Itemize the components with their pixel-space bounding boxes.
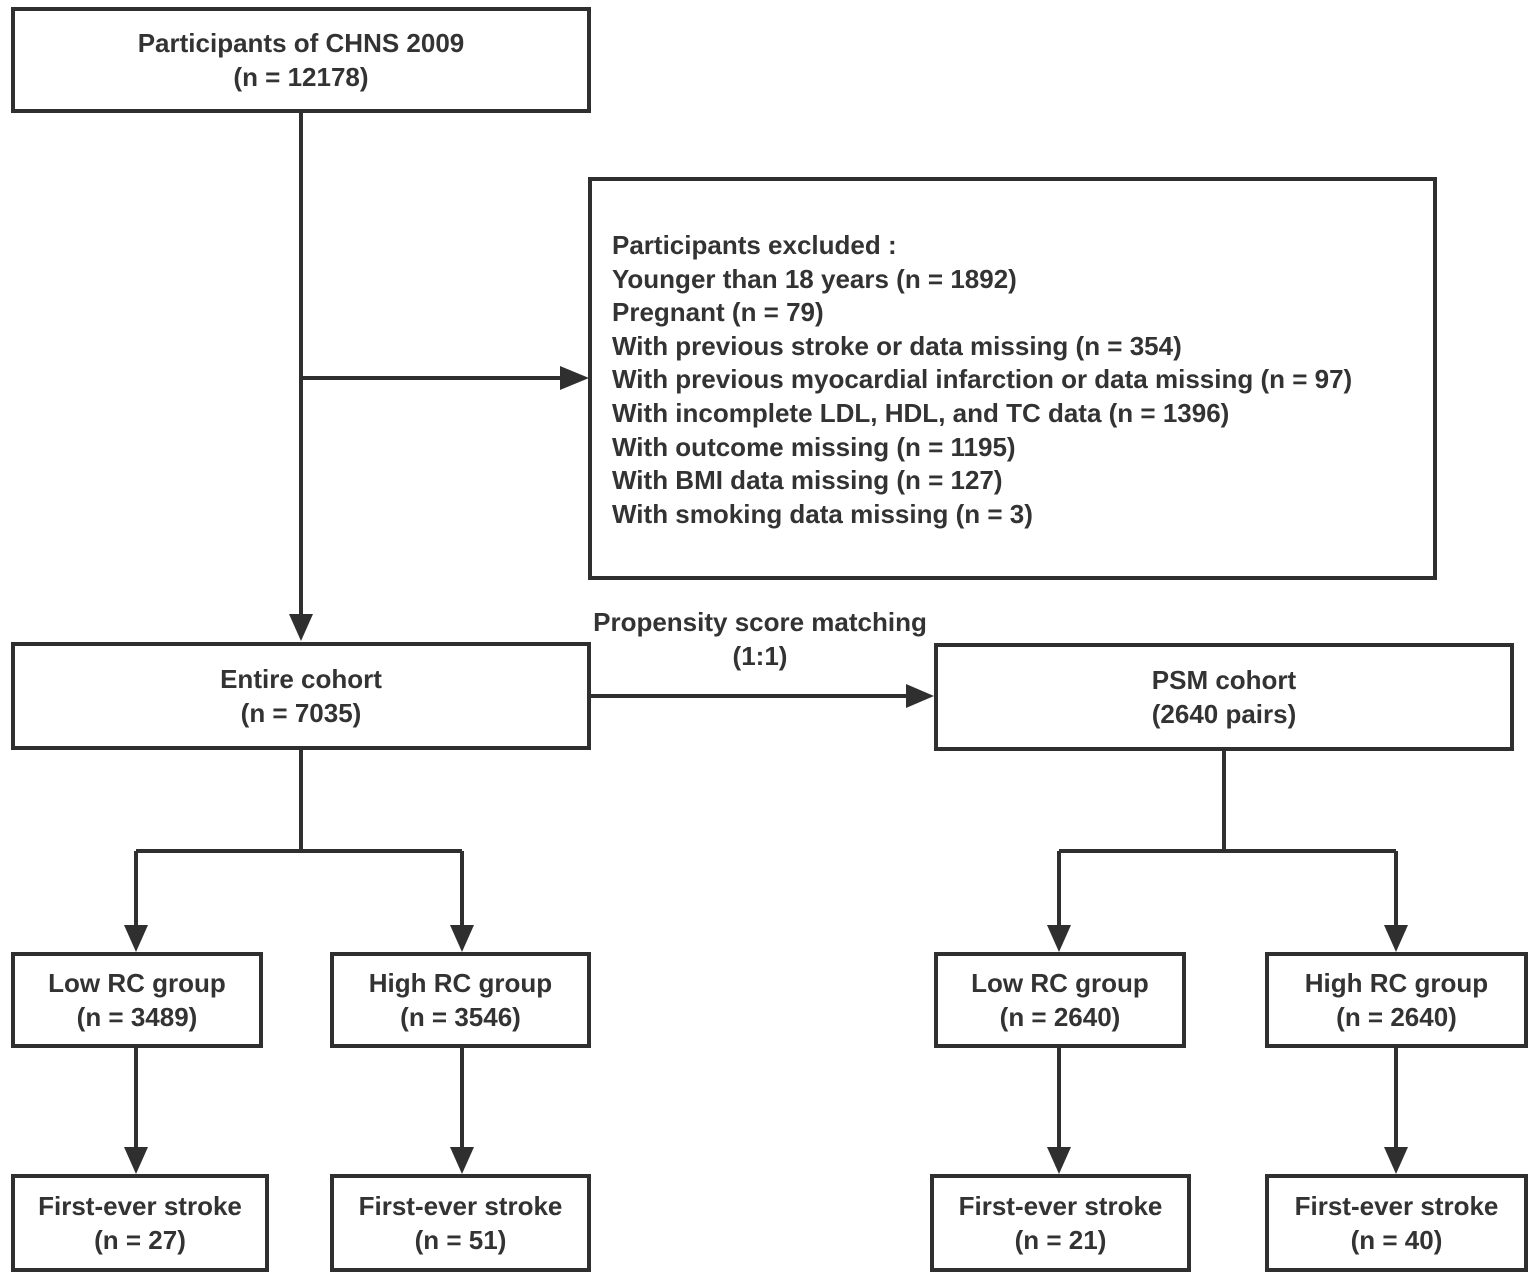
arrowhead-exclusion: [560, 366, 589, 390]
outcome-title: First-ever stroke: [358, 1191, 563, 1221]
entire-cohort-title: Entire cohort: [220, 664, 382, 694]
group-count: (n = 3546): [400, 1002, 521, 1032]
exclusion-item: With previous myocardial infarction or d…: [612, 364, 1353, 395]
group-count: (n = 3489): [76, 1002, 198, 1032]
root-title: Participants of CHNS 2009: [137, 28, 465, 58]
root-count: (n = 12178): [233, 62, 369, 92]
exclusion-item: Younger than 18 years (n = 1892): [612, 263, 1017, 294]
group-title: Low RC group: [971, 968, 1149, 998]
psm-high-rc-box: High RC group (n = 2640): [1265, 952, 1528, 1048]
outcome-title: First-ever stroke: [38, 1191, 242, 1221]
arrowhead-entire-low: [124, 925, 148, 952]
outcome-title: First-ever stroke: [1294, 1191, 1499, 1221]
group-title: High RC group: [368, 968, 553, 998]
entire-cohort-box: Entire cohort (n = 7035): [11, 642, 591, 750]
outcome-count: (n = 27): [94, 1225, 186, 1255]
exclusion-item: With BMI data missing (n = 127): [612, 465, 1003, 496]
arrowhead-entire-high: [450, 925, 474, 952]
arrowhead-psm-high-outcome: [1384, 1147, 1408, 1174]
entire-high-outcome-box: First-ever stroke (n = 51): [330, 1174, 591, 1272]
arrowhead-psm-high: [1384, 925, 1408, 952]
group-title: Low RC group: [48, 968, 226, 998]
psm-cohort-count: (2640 pairs): [1151, 699, 1297, 729]
exclusion-box: Participants excluded : Younger than 18 …: [588, 177, 1437, 580]
exclusion-item: With outcome missing (n = 1195): [612, 431, 1016, 462]
exclusion-item: With smoking data missing (n = 3): [612, 498, 1033, 529]
psm-cohort-box: PSM cohort (2640 pairs): [934, 643, 1514, 751]
outcome-count: (n = 40): [1350, 1225, 1443, 1255]
arrowhead-entire-low-outcome: [124, 1147, 148, 1174]
arrowhead-psm: [906, 684, 934, 708]
arrowhead-entire-high-outcome: [450, 1147, 474, 1174]
outcome-count: (n = 51): [414, 1225, 507, 1255]
psm-low-outcome-box: First-ever stroke (n = 21): [930, 1174, 1191, 1272]
psm-low-rc-box: Low RC group (n = 2640): [934, 952, 1186, 1048]
exclusion-heading: Participants excluded :: [612, 230, 897, 260]
exclusion-item: Pregnant (n = 79): [612, 297, 824, 328]
group-count: (n = 2640): [1336, 1002, 1457, 1032]
exclusion-item: With previous stroke or data missing (n …: [612, 330, 1182, 361]
root-box: Participants of CHNS 2009 (n = 12178): [11, 7, 591, 113]
matching-label: Propensity score matching (1:1): [560, 605, 960, 673]
psm-cohort-title: PSM cohort: [1151, 665, 1297, 695]
group-count: (n = 2640): [999, 1002, 1121, 1032]
entire-low-rc-box: Low RC group (n = 3489): [11, 952, 263, 1048]
exclusion-item: With incomplete LDL, HDL, and TC data (n…: [612, 397, 1230, 428]
group-title: High RC group: [1304, 968, 1489, 998]
arrowhead-entire: [289, 614, 313, 641]
outcome-title: First-ever stroke: [958, 1191, 1163, 1221]
arrowhead-psm-low-outcome: [1047, 1147, 1071, 1174]
arrowhead-psm-low: [1047, 925, 1071, 952]
matching-text: Propensity score matching: [593, 607, 927, 637]
outcome-count: (n = 21): [1014, 1225, 1107, 1255]
entire-high-rc-box: High RC group (n = 3546): [330, 952, 591, 1048]
entire-low-outcome-box: First-ever stroke (n = 27): [11, 1174, 269, 1272]
entire-cohort-count: (n = 7035): [240, 698, 362, 728]
matching-ratio: (1:1): [732, 641, 788, 671]
psm-high-outcome-box: First-ever stroke (n = 40): [1265, 1174, 1528, 1272]
